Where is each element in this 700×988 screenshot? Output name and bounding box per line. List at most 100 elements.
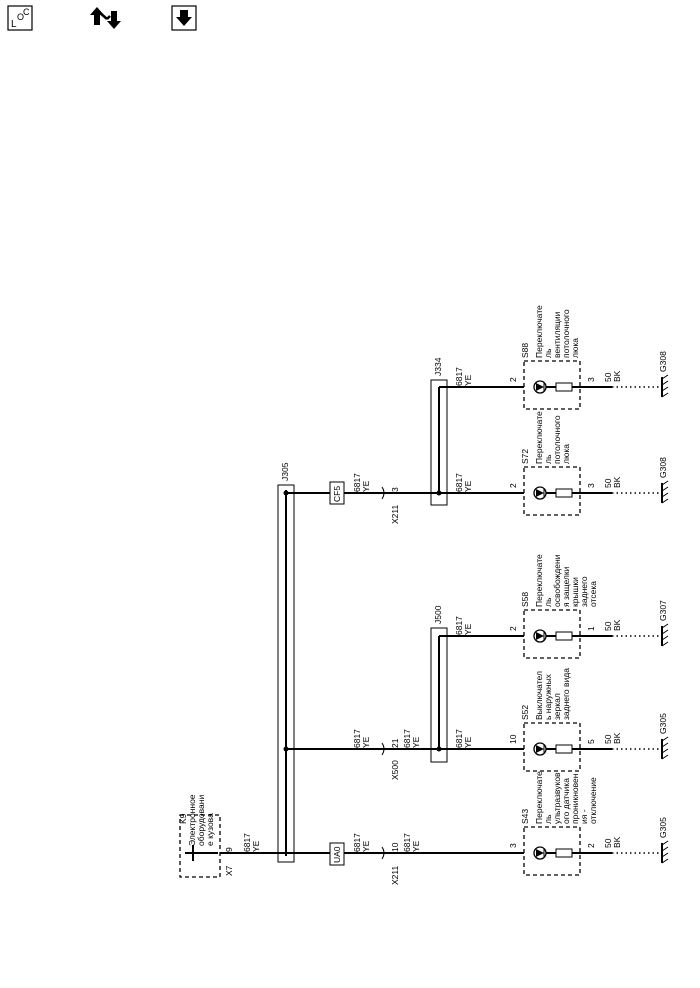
svg-text:50: 50	[603, 478, 613, 488]
s58-pin-in: 2	[508, 626, 518, 631]
k9-name-line-2: оборудовани	[196, 795, 206, 846]
s72-wire-color: YE	[463, 480, 473, 492]
svg-text:G308: G308	[658, 351, 668, 372]
s58-label-3: освобождени	[552, 554, 562, 607]
row1-color-a: YE	[361, 840, 371, 852]
system-tools-button[interactable]	[86, 3, 126, 33]
download-button[interactable]	[170, 3, 198, 33]
k9-name-line-3: е кузова	[205, 813, 215, 846]
svg-text:BK: BK	[612, 619, 622, 631]
x211-a-pin: 10	[390, 842, 400, 852]
s88-wire-color: YE	[463, 374, 473, 386]
s52-switch: 10 5 S52 Выключател ь наружных зеркал за…	[508, 668, 596, 772]
s58-wire-circuit: 6817	[454, 616, 464, 635]
up-down-wrench-icon	[90, 7, 121, 29]
svg-text:BK: BK	[612, 476, 622, 488]
svg-text:G308: G308	[658, 457, 668, 478]
s58-label-4: я защелки	[561, 566, 571, 607]
j305-label: J305	[280, 462, 290, 481]
s88-pin-out: 3	[586, 377, 596, 382]
arrow-down-icon	[171, 5, 197, 31]
ua0-label: UA0	[332, 846, 342, 863]
location-toggle-button[interactable]: L O C	[6, 3, 34, 33]
svg-text:G307: G307	[658, 600, 668, 621]
s43-label-5: проникновен	[570, 773, 580, 824]
row2-circuit-a: 6817	[352, 729, 362, 748]
row3-color-a: YE	[361, 480, 371, 492]
location-icon: L O C	[7, 5, 33, 31]
s52-ref: S52	[520, 705, 530, 720]
row1-circuit-a: 6817	[352, 833, 362, 852]
s43-label-1: Переключате	[534, 771, 544, 824]
k9-name-line-1: Электронное	[187, 794, 197, 846]
svg-text:G305: G305	[658, 817, 668, 838]
s72-wire-circuit: 6817	[454, 473, 464, 492]
j500-splice	[430, 627, 448, 763]
s58-label-5: крышки	[570, 577, 580, 607]
s52-pin-out: 5	[586, 739, 596, 744]
s43-label-3: ультразвуков	[552, 772, 562, 824]
x500-pin: 21	[390, 738, 400, 748]
s52-label-2: ь наружных	[543, 673, 553, 720]
row1-circuit-b: 6817	[402, 833, 412, 852]
x500-connector-symbol	[381, 742, 385, 756]
k9-wire-color: YE	[251, 840, 261, 852]
s58-label-2: ль	[543, 597, 553, 607]
k9-pin-label: 9	[224, 847, 234, 852]
s43-label-6: ия -	[579, 809, 589, 824]
s72-pin-in: 2	[508, 483, 518, 488]
j334-label: J334	[433, 357, 443, 376]
s72-label-4: люка	[561, 444, 571, 464]
x211-b-label: X211	[390, 505, 400, 524]
x211-b-connector-symbol	[381, 486, 385, 500]
s52-label-4: заднего вида	[561, 668, 571, 720]
svg-text:G305: G305	[658, 713, 668, 734]
x211-a-label: X211	[390, 866, 400, 885]
s88-wire-circuit: 6817	[454, 367, 464, 386]
s43-pin-out: 2	[586, 843, 596, 848]
svg-text:50: 50	[603, 734, 613, 744]
ground-s52: 50 BK G305	[580, 713, 669, 760]
s58-label-6: заднего	[579, 576, 589, 607]
j334-splice	[430, 379, 448, 506]
s72-label-1: Переключате	[534, 411, 544, 464]
s58-switch: 2 1 S58 Переключате ль освобождени я защ…	[508, 554, 598, 659]
s72-ref: S72	[520, 449, 530, 464]
s43-label-7: отключение	[588, 777, 598, 824]
svg-text:BK: BK	[612, 732, 622, 744]
ground-s58: 50 BK G307	[580, 600, 669, 647]
s58-ref: S58	[520, 592, 530, 607]
j500-label: J500	[433, 605, 443, 624]
k9-internal-switch	[185, 845, 218, 861]
x211-b-pin: 3	[390, 487, 400, 492]
x500-label: X500	[390, 760, 400, 780]
s52-label-3: зеркал	[552, 693, 562, 720]
s72-pin-out: 3	[586, 483, 596, 488]
s88-label-4: потолочного	[561, 309, 571, 358]
row2-color-a: YE	[361, 736, 371, 748]
s58-pin-out: 1	[586, 626, 596, 631]
j305-splice	[277, 484, 295, 863]
s52-pin-in: 10	[508, 734, 518, 744]
row3-circuit-a: 6817	[352, 473, 362, 492]
svg-text:BK: BK	[612, 836, 622, 848]
k9-ref-label: K9	[178, 813, 188, 824]
svg-text:BK: BK	[612, 370, 622, 382]
row1-color-b: YE	[411, 840, 421, 852]
svg-text:50: 50	[603, 621, 613, 631]
s88-label-5: люка	[570, 338, 580, 358]
svg-text:C: C	[23, 7, 30, 17]
s72-label-3: потолочного	[552, 415, 562, 464]
s58-label-1: Переключате	[534, 554, 544, 607]
s88-switch: 2 3 S88 Переключате ль вентиляции потоло…	[508, 305, 596, 410]
ground-s43: 50 BK G305	[580, 817, 669, 864]
s88-pin-in: 2	[508, 377, 518, 382]
s72-label-2: ль	[543, 454, 553, 464]
s43-pin-in: 3	[508, 843, 518, 848]
s58-label-7: отсека	[588, 581, 598, 607]
s43-switch: 3 2 S43 Переключате ль ультразвуков ого …	[508, 771, 598, 876]
s58-wire-color: YE	[463, 623, 473, 635]
ground-s72: 50 BK G308	[580, 457, 669, 504]
k9-module-box	[179, 814, 221, 878]
